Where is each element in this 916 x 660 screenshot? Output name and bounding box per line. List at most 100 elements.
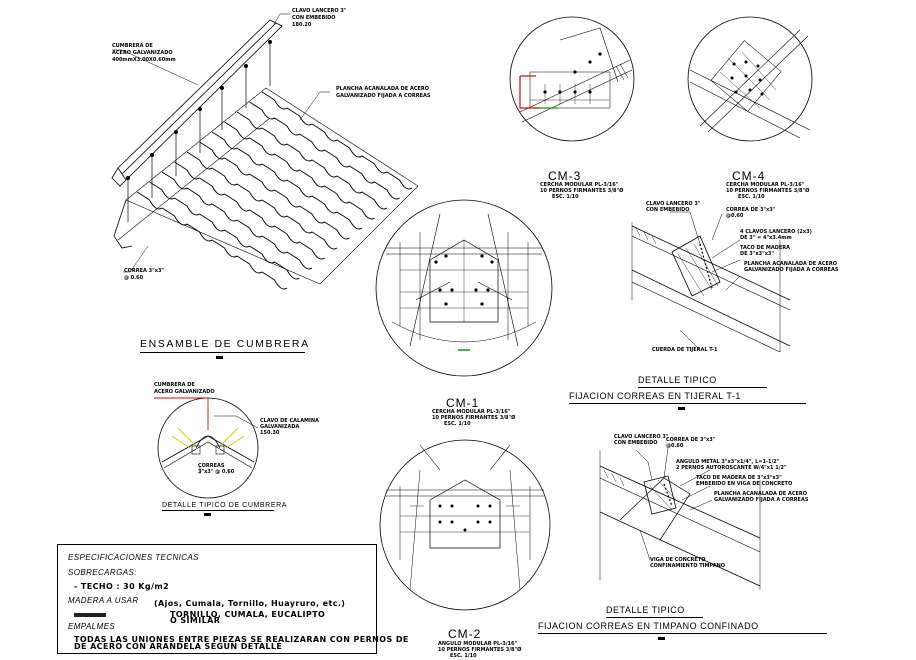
t1-title-1-underline [638, 387, 767, 388]
cm3-circle [509, 16, 635, 142]
cm2-title: CM-2 [448, 627, 482, 641]
specs-madera-detail: (Ajos, Cumala, Tornillo, Huayruro, etc.) [154, 599, 346, 608]
t1-note-correa-1: CORREA DE 3"x3" [726, 207, 776, 213]
roof-assembly-title-underline [140, 352, 305, 353]
t1-note-plancha-2: GALVANIZADO FIJADA A CORREAS [744, 267, 839, 273]
specs-madera: MADERA A USAR [68, 596, 139, 605]
roof-note-cumbrera-2: ACERO GALVANIZADO [112, 50, 173, 56]
timpano-note-viga-1: VIGA DE CONCRETO [650, 557, 706, 563]
t1-note-clavos-1: 4 CLAVOS LANCERO (2x3) [740, 229, 812, 235]
roof-note-cumbrera-1: CUMBRERA DE [112, 43, 153, 49]
cm1-note-2: 10 PERNOS FIRMANTES 3/8"Ø [432, 415, 516, 421]
roof-note-clavo-1: CLAVO LANCERO 3" [292, 8, 347, 14]
specs-note-1: TODAS LAS UNIONES ENTRE PIEZAS SE REALIZ… [74, 635, 409, 644]
specs-sobrecargas: SOBRECARGAS: [68, 568, 137, 577]
ridge-note-right-2: GALVANIZADA [260, 424, 300, 430]
timpano-note-clavo-2: CON EMBEBIDO [614, 440, 658, 446]
roof-corrugation-line [186, 151, 338, 250]
timpano-note-plancha-1: PLANCHA ACANALADA DE ACERO [714, 491, 808, 497]
ridge-detail-circle [154, 397, 259, 499]
t1-note-plancha-1: PLANCHA ACANALADA DE ACERO [744, 261, 838, 267]
cm2-note-2: 10 PERNOS FIRMANTES 3/8"Ø [438, 647, 522, 653]
timpano-title-1: DETALLE TIPICO [606, 605, 685, 615]
timpano-note-viga-2: CONFINAMIENTO TIMPANO [650, 563, 726, 569]
roof-corrugation-line [236, 111, 388, 210]
cm4-title: CM-4 [732, 169, 766, 183]
specs-note-2: DE ACERO CON ARANDELA SEGUN DETALLE [74, 642, 283, 651]
specs-pernos-detail-1: TORNILLO, CUMALA, EUCALIPTO [170, 610, 326, 619]
t1-marker [678, 407, 685, 410]
specs-techo: - TECHO : 30 Kg/m2 [74, 582, 170, 591]
timpano-marker [658, 637, 665, 640]
t1-title-2-underline [569, 403, 806, 404]
cm4-note-2: 10 PERNOS FIRMANTES 3/8"Ø [726, 188, 810, 194]
timpano-title-2: FIJACION CORREAS EN TIMPANO CONFINADO [538, 621, 759, 631]
cm1-title: CM-1 [446, 396, 480, 410]
roof-note-clavo-2: CON EMBEBIDO [292, 15, 336, 21]
cm4-note-3: ESC. 1/10 [738, 194, 765, 200]
timpano-note-correa-1: CORREA DE 3"x3" [666, 437, 716, 443]
t1-note-clavos-2: DE 3" = 4"x3.4mm [740, 235, 792, 241]
cm3-note-3: ESC. 1/10 [552, 194, 579, 200]
roof-note-correa-2: @ 0.60 [124, 275, 144, 281]
timpano-note-taco-2: EMBEBIDO EN VIGA DE CONCRETO [696, 481, 793, 487]
roof-assembly-title: ENSAMBLE DE CUMBRERA [140, 338, 310, 350]
roof-corrugation-line [199, 141, 350, 240]
specs-empalmes: EMPALMES [68, 622, 116, 631]
cm1-circle [379, 439, 551, 611]
roof-assembly-drawing [111, 13, 419, 290]
detail-t1-drawing [631, 211, 791, 353]
specs-pernos-blur [74, 611, 106, 619]
roof-corrugation-line [261, 91, 413, 190]
roof-note-plancha-1: PLANCHA ACANALADA DE ACERO [336, 86, 430, 92]
t1-title-2: FIJACION CORREAS EN TIJERAL T-1 [569, 391, 741, 401]
t1-note-taco-1: TACO DE MADERA [740, 245, 790, 251]
ridge-note-bottom-1: CORREAS [198, 463, 225, 469]
t1-note-clavo-1: CLAVO LANCERO 3" [646, 201, 701, 207]
ridge-note-right-3: 150.30 [260, 430, 280, 436]
t1-note-cuerda: CUERDA DE TIJERAL T-1 [652, 347, 718, 353]
timpano-title-2-underline [538, 633, 827, 634]
t1-note-clavo-2: CON EMBEBIDO [646, 207, 690, 213]
roof-note-clavo-3: 180.20 [292, 22, 312, 28]
cm3-note-1: CERCHA MODULAR PL-3/16" [540, 182, 619, 188]
specs-pernos-detail-2: O SIMILAR [170, 616, 221, 625]
roof-corrugation-line [174, 161, 325, 260]
timpano-note-clavo-1: CLAVO LANCERO 3" [614, 434, 669, 440]
roof-corrugation-line [211, 131, 363, 230]
cm1-note-1: CERCHA MODULAR PL-3/16" [432, 409, 511, 415]
cm1-note-3: ESC. 1/10 [444, 421, 471, 427]
specs-title: ESPECIFICACIONES TECNICAS [68, 553, 199, 562]
cm2-note-3: ESC. 1/10 [450, 653, 477, 659]
t1-note-taco-2: DE 3"x3"x3" [740, 251, 775, 257]
roof-corrugation-line [149, 181, 300, 280]
timpano-title-1-underline [606, 617, 703, 618]
ridge-detail-title-underline [162, 510, 274, 511]
ridge-note-bottom-2: 3"x3" @ 0.60 [198, 469, 235, 475]
t1-note-correa-2: @0.60 [726, 213, 744, 219]
ridge-detail-title: DETALLE TIPICO DE CUMBRERA [162, 502, 288, 509]
cm2-note-1: ANGULO MODULAR PL-3/16" [438, 641, 518, 647]
ridge-detail-marker [204, 513, 211, 516]
specifications-box: ESPECIFICACIONES TECNICAS SOBRECARGAS: -… [57, 544, 408, 654]
cm-junction-circle [375, 199, 553, 377]
cm3-title: CM-3 [548, 169, 582, 183]
timpano-note-correa-2: @0.60 [666, 443, 684, 449]
ridge-note-right-1: CLAVO DE CALAMINA [260, 418, 319, 424]
timpano-note-angulo-2: 2 PERNOS AUTOROSCANTE W/4"x1 1/2" [676, 465, 787, 471]
cm4-note-1: CERCHA MODULAR PL-3/16" [726, 182, 805, 188]
timpano-note-angulo-1: ANGULO METAL 3"x3"x1/4", L=1-1/2" [676, 459, 780, 465]
timpano-note-taco-1: TACO DE MADERA DE 3"x3"x3" [696, 475, 782, 481]
cm3-note-2: 10 PERNOS FIRMANTES 3/8"Ø [540, 188, 624, 194]
ridge-note-top-2: ACERO GALVANIZADO [154, 389, 215, 395]
roof-corrugation-line [161, 171, 313, 270]
roof-note-correa-1: CORREA 3"x3" [124, 268, 165, 274]
roof-corrugation-line [136, 191, 288, 290]
roof-assembly-marker [216, 356, 223, 359]
roof-note-plancha-2: GALVANIZADO FIJADA A CORREAS [336, 93, 431, 99]
detail-timpano-drawing [599, 447, 761, 590]
t1-title-1: DETALLE TIPICO [638, 375, 717, 385]
roof-corrugation-line [249, 101, 400, 200]
roof-note-cumbrera-3: 400mmX3.00X0.60mm [112, 57, 176, 63]
